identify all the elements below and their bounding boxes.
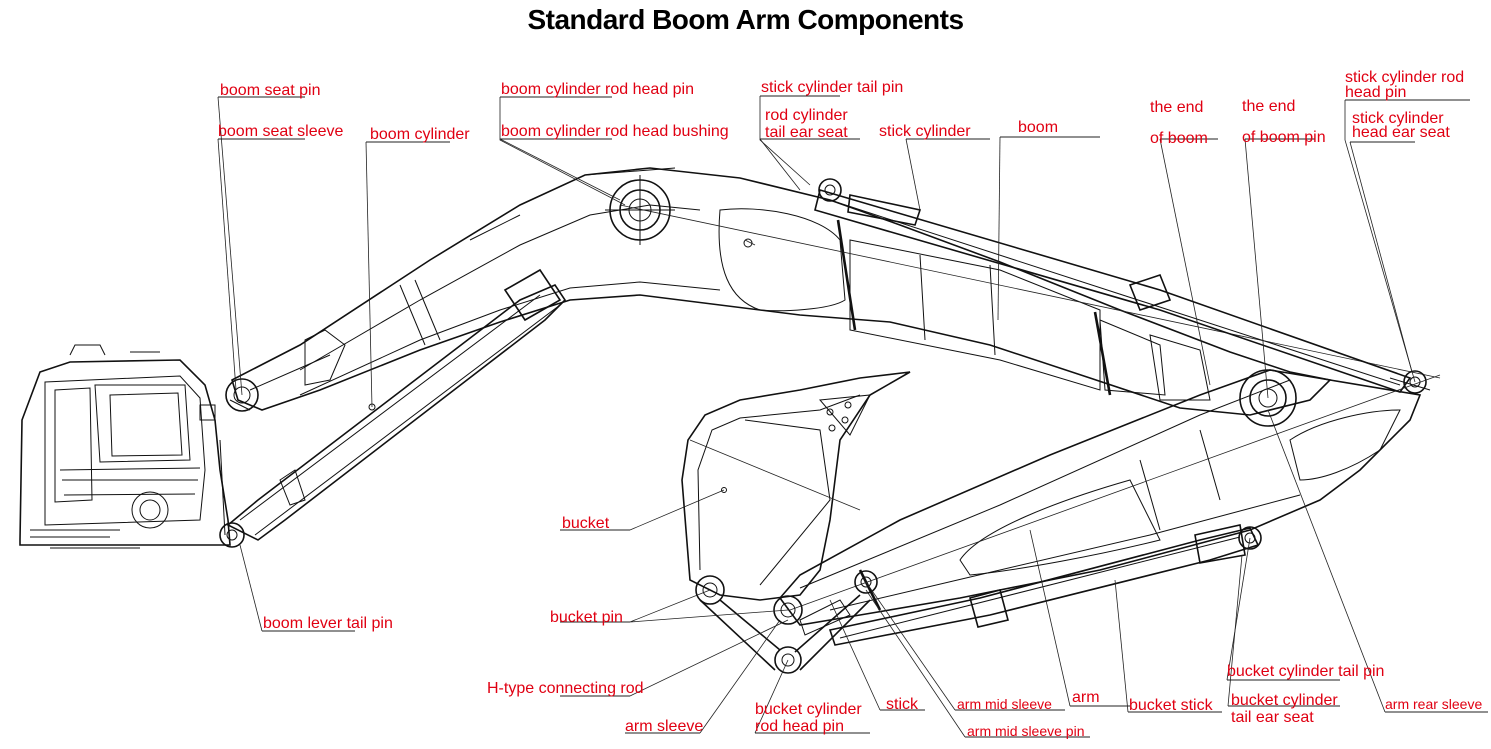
bucket-pins: [695, 570, 878, 674]
label-stick-cylinder-rod-head-pin: stick cylinder rod head pin: [1345, 69, 1465, 101]
boom-seat-pin: [225, 378, 259, 412]
leader-lines: [217, 95, 1488, 738]
label-boom-seat-pin: boom seat pin: [220, 82, 321, 99]
label-rod-cylinder-line2: tail ear seat: [765, 124, 848, 141]
excavator-cab: [19, 344, 231, 549]
bucket-cylinder-drawing: [828, 524, 1262, 646]
label-end-of-boom-line2: of boom: [1150, 130, 1208, 147]
diagram-title: Standard Boom Arm Components: [527, 4, 964, 35]
label-end-of-boom-line1: the end: [1150, 99, 1204, 116]
label-arm-rear-sleeve: arm rear sleeve: [1385, 696, 1483, 712]
label-bucket-cylinder-tail-ear-seat: bucket cylinder tail ear seat: [1231, 692, 1338, 726]
label-bucket-stick: bucket stick: [1129, 697, 1213, 714]
label-boom: boom: [1018, 119, 1059, 136]
bucket-drawing: [681, 371, 911, 601]
label-arm: arm: [1072, 689, 1100, 706]
label-arm-mid-sleeve-pin: arm mid sleeve pin: [967, 723, 1085, 739]
label-stick-cylinder-head-ear-seat-line2: head ear seat: [1352, 124, 1450, 141]
arm-structure: [778, 369, 1441, 626]
label-boom-cylinder-rod-head-bushing: boom cylinder rod head bushing: [501, 123, 729, 140]
stick-cylinder-drawing: [814, 178, 1431, 394]
label-bucket-cylinder-rod-head-pin-line2: rod head pin: [755, 718, 844, 735]
label-stick-cylinder-head-ear-seat: stick cylinder head ear seat: [1352, 110, 1450, 141]
label-stick: stick: [886, 696, 918, 713]
label-end-of-boom-pin-line1: the end: [1242, 98, 1296, 115]
label-boom-lever-tail-pin: boom lever tail pin: [263, 615, 393, 632]
label-boom-cylinder: boom cylinder: [370, 126, 470, 143]
label-h-type-connecting-rod: H-type connecting rod: [487, 680, 644, 697]
label-end-of-boom-pin: the end of boom pin: [1242, 91, 1326, 153]
end-of-boom-pin: [1239, 369, 1297, 427]
label-bucket-cylinder-tail-pin: bucket cylinder tail pin: [1227, 663, 1385, 680]
label-stick-cylinder-rod-head-pin-line2: head pin: [1345, 84, 1407, 101]
label-arm-sleeve: arm sleeve: [625, 718, 704, 735]
label-end-of-boom: the end of boom: [1150, 92, 1208, 154]
label-arm-mid-sleeve: arm mid sleeve: [957, 696, 1052, 712]
label-boom-cylinder-rod-head-pin: boom cylinder rod head pin: [501, 81, 695, 98]
label-bucket-cylinder-rod-head-pin: bucket cylinder rod head pin: [755, 701, 862, 735]
label-stick-cylinder: stick cylinder: [879, 123, 971, 140]
label-bucket: bucket: [562, 515, 610, 532]
boom-cylinder-drawing: [219, 268, 567, 548]
label-stick-cylinder-rod-head-pin-line1: stick cylinder rod: [1345, 69, 1465, 86]
label-end-of-boom-pin-line2: of boom pin: [1242, 129, 1326, 146]
label-stick-cylinder-head-ear-seat-line1: stick cylinder: [1352, 110, 1444, 127]
label-rod-cylinder-line1: rod cylinder: [765, 107, 848, 124]
boom-structure: [229, 167, 1441, 416]
label-bucket-cylinder-rod-head-pin-line1: bucket cylinder: [755, 701, 862, 718]
label-rod-cylinder-tail-ear-seat: rod cylinder tail ear seat: [765, 107, 848, 141]
label-bucket-cylinder-tail-ear-seat-line1: bucket cylinder: [1231, 692, 1338, 709]
label-bucket-cylinder-tail-ear-seat-line2: tail ear seat: [1231, 709, 1314, 726]
boom-cylinder-rod-head-pin: [605, 175, 675, 245]
label-boom-seat-sleeve: boom seat sleeve: [218, 123, 344, 140]
label-bucket-pin: bucket pin: [550, 609, 623, 626]
label-stick-cylinder-tail-pin: stick cylinder tail pin: [761, 79, 904, 96]
